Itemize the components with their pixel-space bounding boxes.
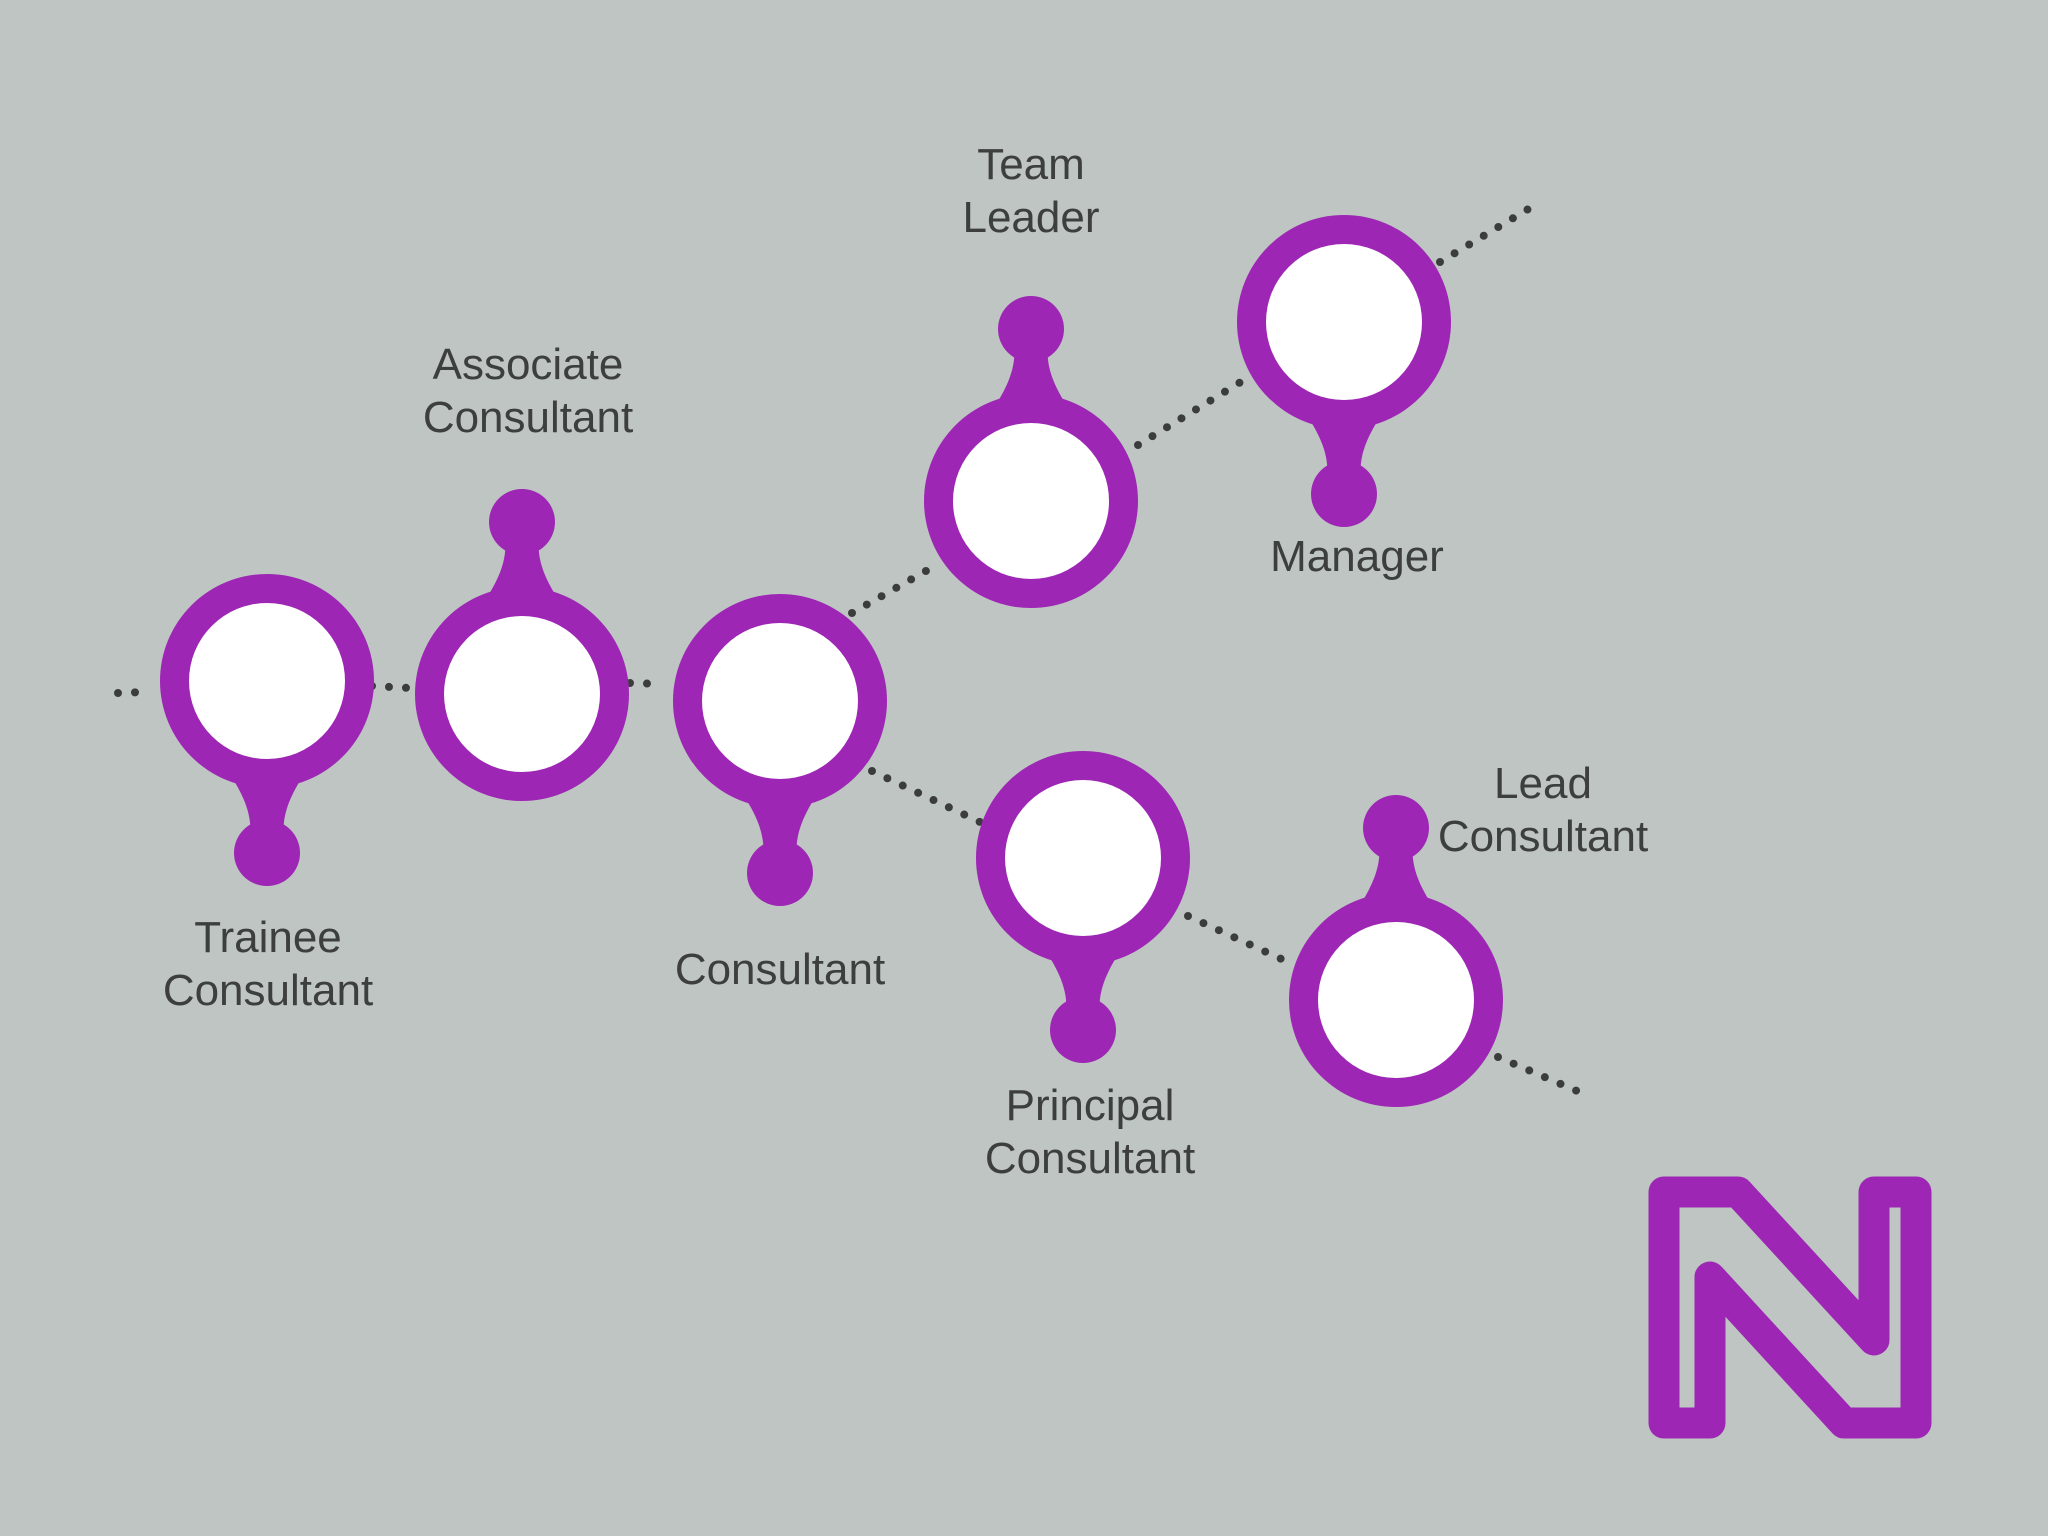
node-consultant xyxy=(673,594,887,906)
label-line: Consultant xyxy=(163,966,373,1015)
career-nodes xyxy=(160,215,1503,1107)
node-knob xyxy=(489,489,555,555)
connector-dots-8 xyxy=(1494,1053,1595,1101)
label-line: Principal xyxy=(1006,1081,1175,1130)
label-manager: Manager xyxy=(1270,532,1444,581)
node-center xyxy=(702,623,858,779)
label-consultant: Consultant xyxy=(675,945,885,994)
connector-dots-0 xyxy=(114,688,149,697)
label-line: Associate xyxy=(433,340,624,389)
node-lead-consultant xyxy=(1289,795,1503,1107)
node-trainee-consultant xyxy=(160,574,374,886)
node-stem xyxy=(231,776,303,853)
connector-dots-6 xyxy=(868,767,984,826)
connector-dots-4 xyxy=(1134,376,1248,449)
connector-dots-5 xyxy=(1436,204,1534,266)
label-line: Consultant xyxy=(1438,812,1648,861)
node-stem xyxy=(1360,828,1432,905)
connector-dots-3 xyxy=(848,559,944,617)
node-center xyxy=(189,603,345,759)
node-knob xyxy=(1363,795,1429,861)
node-center xyxy=(1005,780,1161,936)
node-stem xyxy=(744,796,816,873)
label-line: Team xyxy=(977,140,1085,189)
node-knob xyxy=(1311,461,1377,527)
label-line: Leader xyxy=(962,193,1099,242)
label-line: Trainee xyxy=(194,913,342,962)
node-knob xyxy=(747,840,813,906)
node-stem xyxy=(995,329,1067,406)
node-stem xyxy=(1308,417,1380,494)
node-principal-consultant xyxy=(976,751,1190,1063)
node-knob xyxy=(998,296,1064,362)
connector-dots-2 xyxy=(626,679,666,688)
node-stem xyxy=(1047,953,1119,1030)
node-center xyxy=(1318,922,1474,1078)
label-line: Manager xyxy=(1270,532,1444,581)
node-manager xyxy=(1237,215,1451,527)
node-associate-consultant xyxy=(415,489,629,801)
node-team-leader xyxy=(924,296,1138,608)
connector-dots-7 xyxy=(1184,912,1294,967)
label-line: Consultant xyxy=(423,393,633,442)
node-knob xyxy=(234,820,300,886)
node-knob xyxy=(1050,997,1116,1063)
label-line: Consultant xyxy=(675,945,885,994)
node-stem xyxy=(486,522,558,599)
label-line: Consultant xyxy=(985,1134,1195,1183)
node-center xyxy=(953,423,1109,579)
node-center xyxy=(444,616,600,772)
n-logo-icon xyxy=(1648,1176,1932,1439)
node-center xyxy=(1266,244,1422,400)
label-line: Lead xyxy=(1494,759,1592,808)
connector-dots-1 xyxy=(368,682,414,692)
connector-lines xyxy=(114,204,1595,1101)
